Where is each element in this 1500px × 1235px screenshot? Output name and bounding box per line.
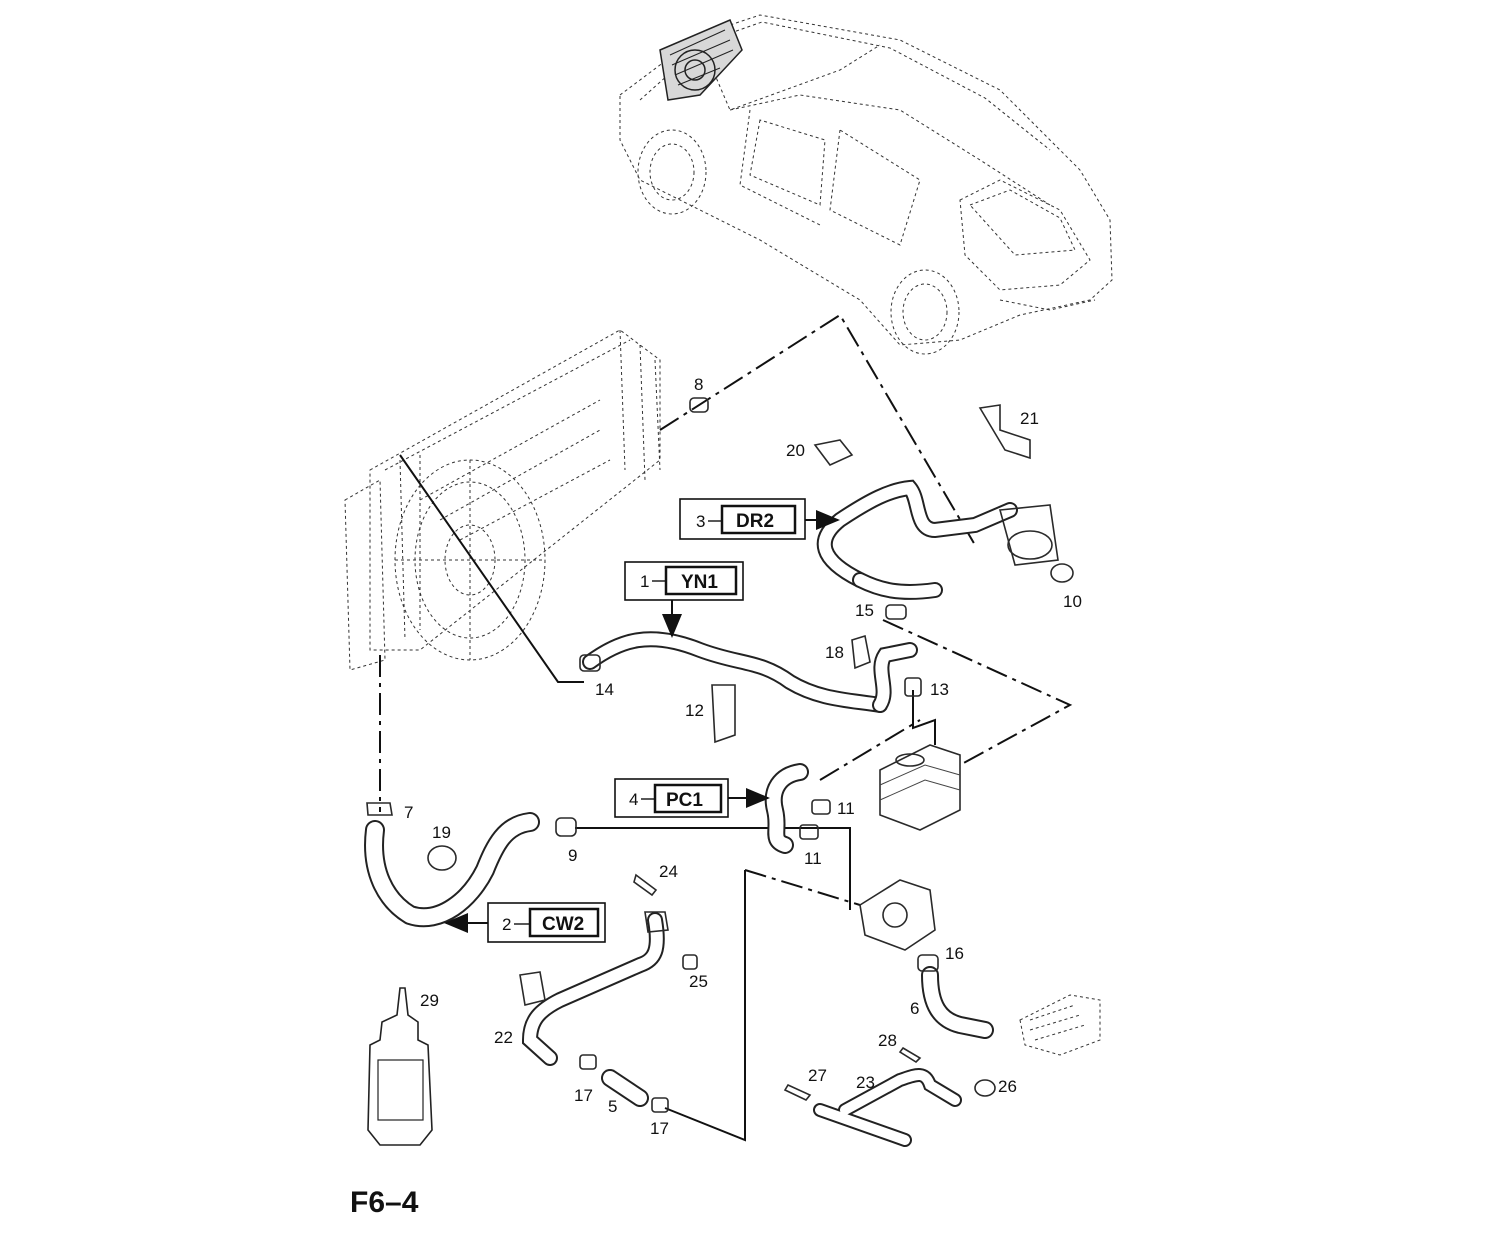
part-label: 11 [804,849,822,868]
part-label: 21 [1020,409,1039,428]
pipe-22 [519,911,669,1066]
callout-number: 4 [629,790,638,809]
hose-3 [816,479,1059,600]
hose-6 [921,966,994,1039]
part-label: 23 [856,1073,875,1092]
figure-label: F6–4 [350,1186,419,1219]
hose-4 [764,763,809,854]
part-labels: 5 6 7 8 9 10 11 11 12 13 14 15 16 17 17 … [404,375,1082,1138]
heater-core [1019,994,1101,1056]
part-label: 5 [608,1097,617,1116]
part-label: 8 [694,375,703,394]
part-label: 13 [930,680,949,699]
part-label: 27 [808,1066,827,1085]
part-label: 6 [910,999,919,1018]
hose-2 [364,812,540,928]
expansion-tank [879,744,961,831]
small-parts [366,397,1074,1113]
callout-code: PC1 [666,790,703,811]
part-label: 26 [998,1077,1017,1096]
part-label: 20 [786,441,805,460]
part-label: 17 [574,1086,593,1105]
part-label: 11 [837,799,855,818]
callout-1: 1 YN1 [624,561,744,601]
callout-code: DR2 [736,511,774,532]
part-label: 16 [945,944,964,963]
leader-lines [379,313,1073,1142]
vehicle-illustration [619,14,1113,355]
callout-code: YN1 [681,572,718,593]
part-label: 19 [432,823,451,842]
callout-code: CW2 [542,914,584,935]
callout-2: 2 CW2 [487,902,606,943]
callout-4: 4 PC1 [614,778,729,818]
part-label: 10 [1063,592,1082,611]
callout-number: 1 [640,572,649,591]
part-label: 14 [595,680,614,699]
hose-5 [601,1069,649,1107]
part-label: 18 [825,643,844,662]
radiator-assembly [344,329,661,671]
part-label: 24 [659,862,678,881]
coolant-bottle [367,987,433,1146]
part-label: 28 [878,1031,897,1050]
callout-3: 3 DR2 [679,498,806,540]
part-label: 12 [685,701,704,720]
pipe-23 [813,1068,962,1147]
part-label: 17 [650,1119,669,1138]
thermostat-housing [859,879,936,951]
hose-1 [582,631,918,713]
part-label: 15 [855,601,874,620]
part-label: 7 [404,803,413,822]
callout-number: 2 [502,915,511,934]
part-label: 9 [568,846,577,865]
part-label: 25 [689,972,708,991]
part-label: 29 [420,991,439,1010]
callout-number: 3 [696,512,705,531]
part-label: 22 [494,1028,513,1047]
